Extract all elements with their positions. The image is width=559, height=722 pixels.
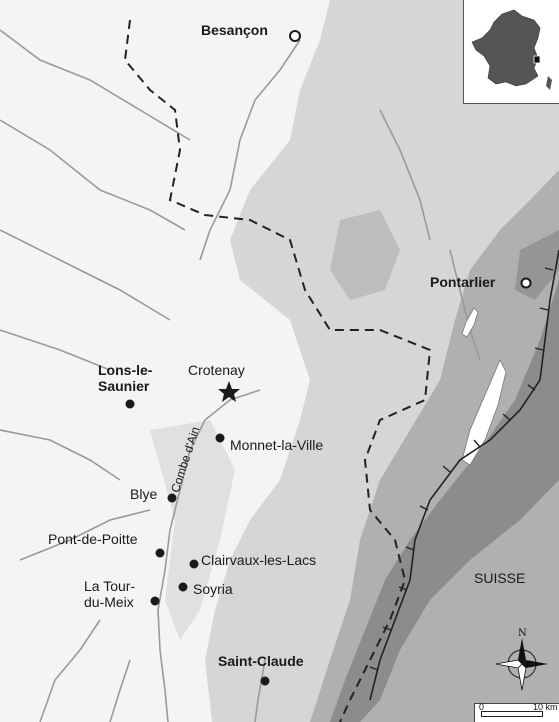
label-saint-claude: Saint-Claude: [218, 653, 304, 669]
france-silhouette: [471, 9, 541, 87]
river-west-3: [0, 329, 111, 371]
river-west-1: [0, 119, 186, 231]
marker-monnet: [215, 433, 225, 443]
marker-pontarlier: [520, 277, 532, 289]
scale-bar-box: 0 10 km: [474, 702, 559, 722]
label-suisse: SUISSE: [474, 570, 526, 586]
corsica: [546, 76, 552, 90]
city-markers: [125, 30, 532, 686]
marker-blye: [167, 493, 177, 503]
national-border: [369, 249, 559, 701]
river-loue: [0, 29, 191, 141]
compass-rose-icon: [495, 638, 548, 691]
marker-pont-de-poitte: [155, 548, 165, 558]
label-blye: Blye: [130, 486, 158, 502]
river-pontarlier: [449, 249, 481, 361]
relief-dark-zone: [330, 280, 559, 722]
river-bienne: [254, 659, 266, 722]
compass-north-label: N: [518, 628, 527, 639]
label-besancon: Besançon: [201, 22, 268, 38]
label-crotenay: Crotenay: [188, 362, 245, 378]
relief-light-zone-west: [150, 420, 235, 640]
river-west-4: [0, 429, 121, 481]
label-lons-le-saunier: Lons-le- Saunier: [98, 362, 153, 394]
scale-zero-label: 0: [479, 702, 485, 712]
locator-square: [533, 55, 541, 64]
rivers: [0, 29, 481, 722]
lake-joux: [461, 359, 507, 466]
river-north-center: [379, 109, 431, 241]
label-clairvaux-les-lacs: Clairvaux-les-Lacs: [201, 552, 317, 568]
label-la-tour-du-meix: La Tour- du-Meix: [84, 578, 136, 610]
inset-locator: [463, 0, 559, 104]
france-locator-icon: [471, 9, 552, 90]
label-pontarlier: Pontarlier: [430, 274, 496, 290]
scale-max-label: 10 km: [533, 702, 558, 712]
marker-la-tour: [150, 596, 160, 606]
river-south-1: [39, 619, 101, 722]
label-pont-de-poitte: Pont-de-Poitte: [48, 531, 138, 547]
marker-clairvaux: [189, 559, 199, 569]
relief-mid-zone-north: [330, 210, 400, 300]
label-monnet-la-ville: Monnet-la-Ville: [230, 437, 324, 453]
river-doubs: [199, 39, 301, 261]
river-west-2: [0, 229, 171, 321]
border-ticks: [369, 267, 554, 671]
relief-mid-zone: [310, 170, 559, 722]
label-soyria: Soyria: [193, 581, 233, 597]
scale-bar: [481, 711, 543, 717]
marker-lons: [125, 399, 135, 409]
river-ain: [157, 389, 261, 722]
marker-soyria: [178, 582, 188, 592]
marker-saint-claude: [260, 676, 270, 686]
crotenay-star-icon: [218, 381, 240, 402]
river-west-5: [19, 509, 151, 561]
marker-besancon: [289, 30, 301, 42]
river-south-2: [109, 659, 131, 722]
lake-saint-point: [461, 307, 479, 338]
department-boundary: [123, 19, 432, 722]
